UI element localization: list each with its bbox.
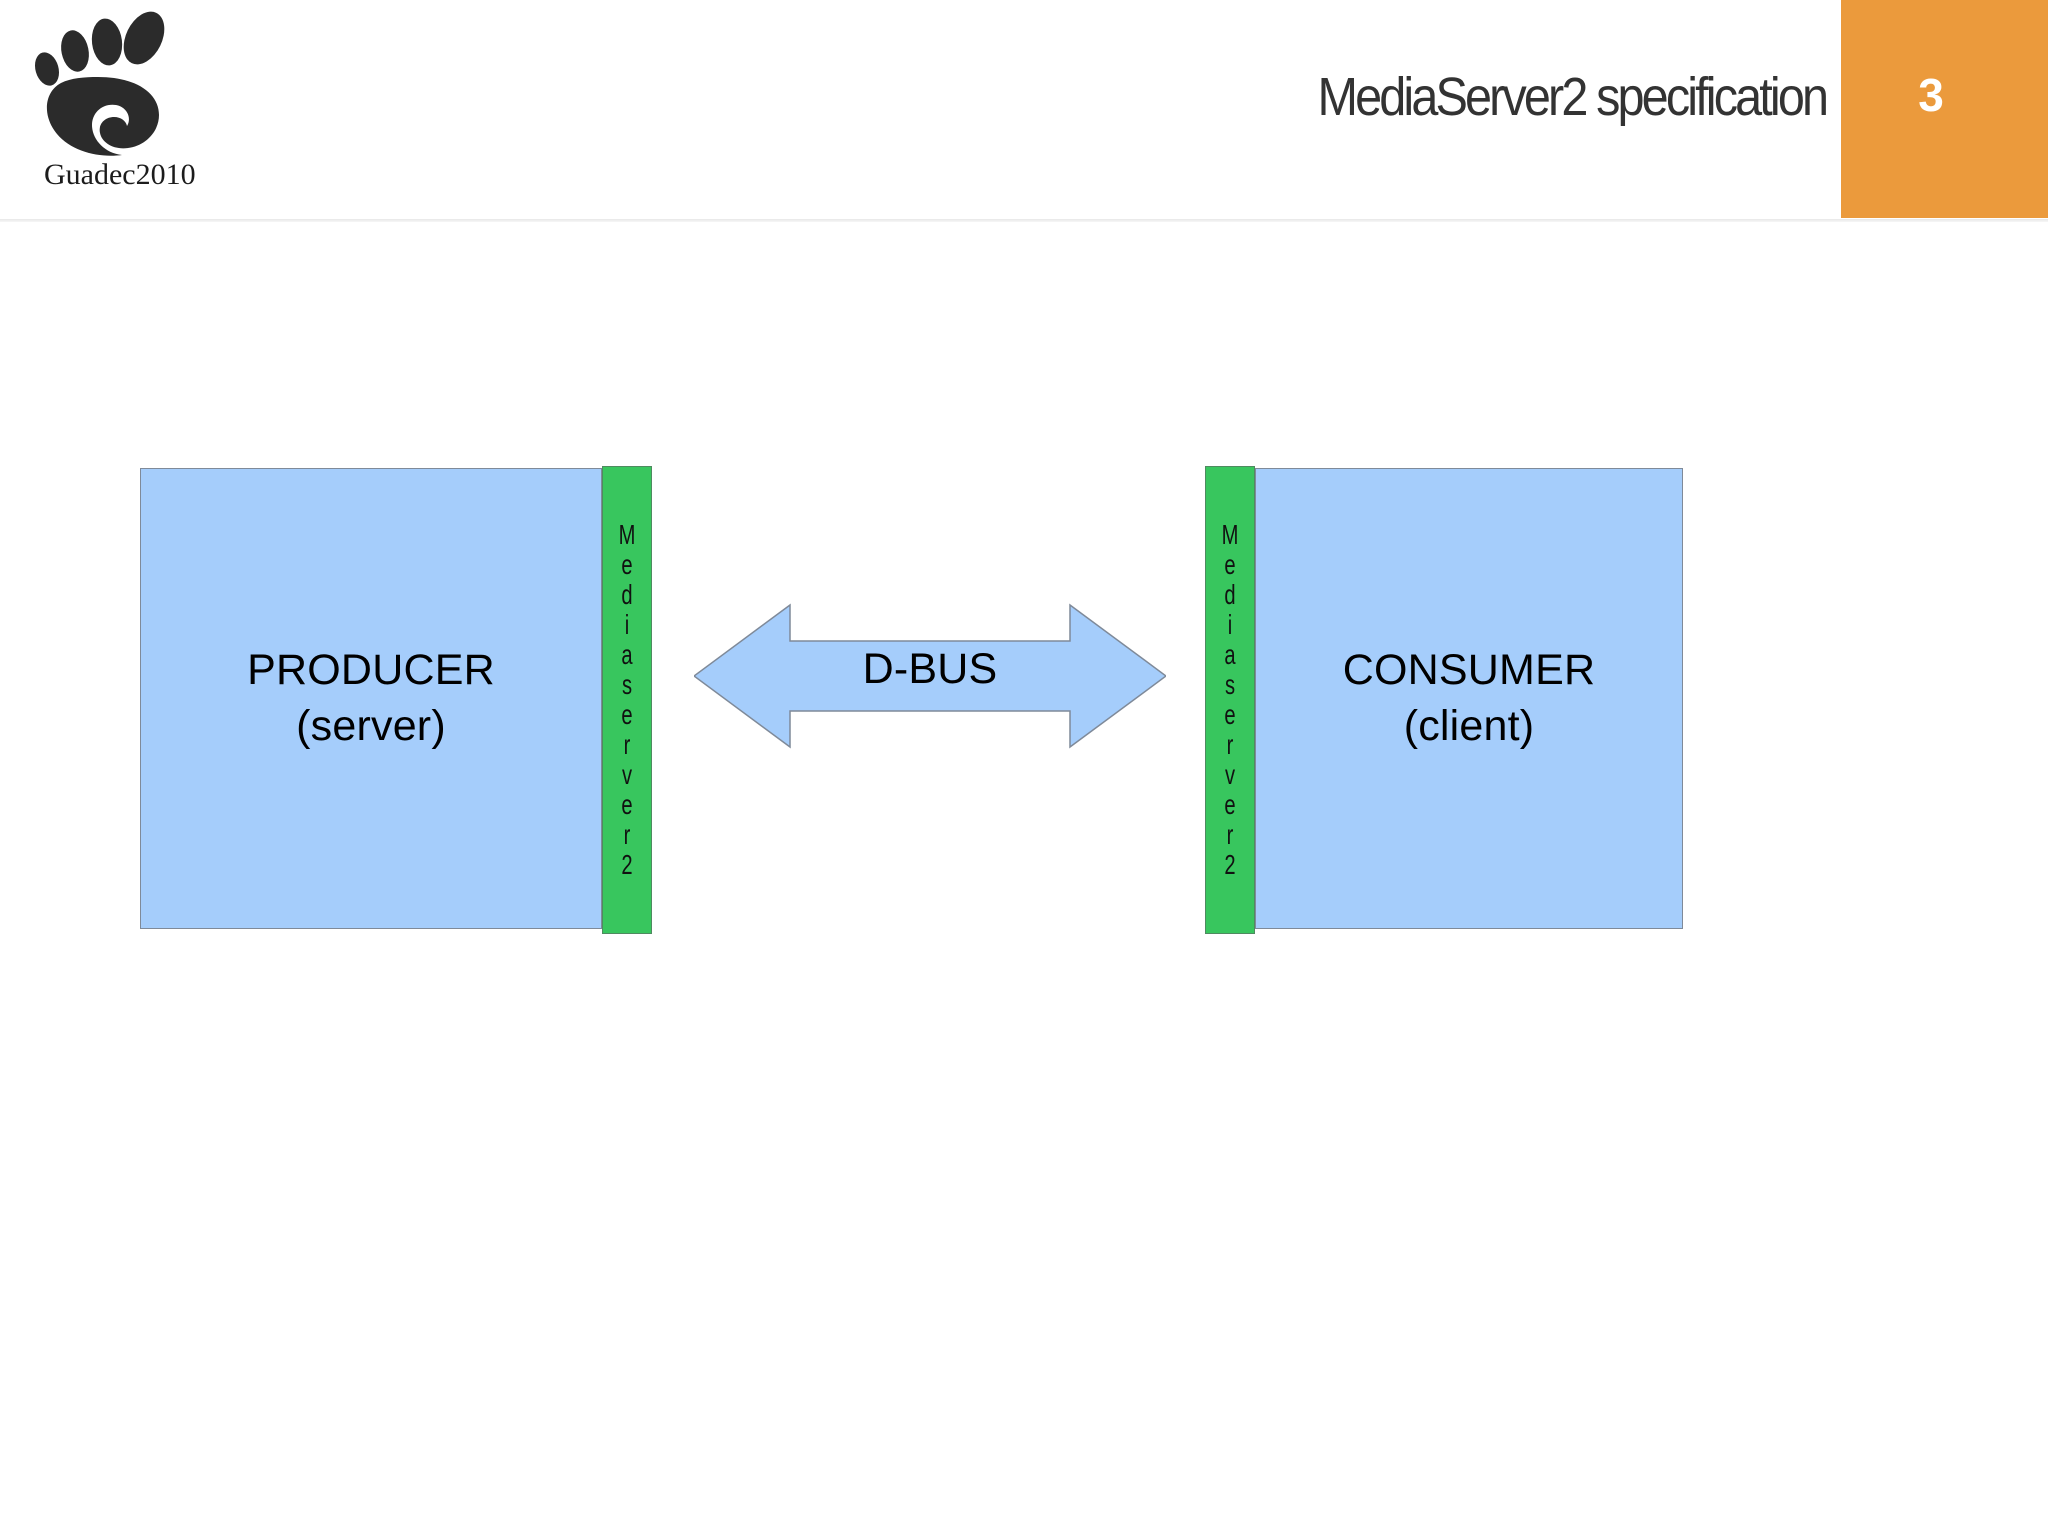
producer-label-line1: PRODUCER: [247, 645, 495, 694]
consumer-label: CONSUMER (client): [1256, 469, 1682, 928]
strip-letter: M: [618, 519, 636, 550]
strip-letter: e: [1224, 699, 1236, 730]
page-number-block: 3: [1841, 0, 2048, 218]
strip-letter: 2: [1224, 849, 1236, 880]
brand-logo: Guadec2010: [28, 6, 196, 206]
producer-node: PRODUCER (server): [140, 468, 602, 929]
strip-letter: e: [1224, 789, 1236, 820]
producer-mediaserver2-strip: M e d i a s e r v e r 2: [602, 466, 652, 934]
strip-letter: i: [624, 609, 630, 640]
strip-letter: s: [621, 669, 633, 700]
dbus-connector-arrow: [694, 601, 1166, 751]
header-divider: [0, 219, 2048, 222]
strip-letter: r: [623, 729, 631, 760]
strip-letter: s: [1224, 669, 1236, 700]
strip-letter: r: [623, 819, 631, 850]
double-arrow-shape: [694, 603, 1166, 749]
consumer-label-line2: (client): [1403, 701, 1535, 750]
strip-letter: 2: [621, 849, 633, 880]
page-title: MediaServer2 specification: [1317, 67, 1828, 127]
page-number: 3: [1918, 69, 1944, 121]
gnome-foot-icon: [34, 11, 165, 156]
producer-label: PRODUCER (server): [141, 469, 601, 928]
strip-letter: e: [621, 549, 633, 580]
consumer-node: CONSUMER (client): [1255, 468, 1683, 929]
strip-letter: a: [621, 639, 633, 670]
logo-caption: Guadec2010: [44, 158, 196, 191]
strip-letter: M: [1221, 519, 1239, 550]
consumer-label-line1: CONSUMER: [1342, 645, 1596, 694]
strip-letter: v: [621, 759, 633, 790]
slide-header: Guadec2010 MediaServer2 specification 3: [0, 0, 2048, 222]
strip-letter: i: [1227, 609, 1233, 640]
strip-letter: e: [621, 789, 633, 820]
strip-letter: e: [1224, 549, 1236, 580]
strip-letter: e: [621, 699, 633, 730]
strip-letter: a: [1224, 639, 1236, 670]
strip-letter: r: [1226, 729, 1234, 760]
consumer-mediaserver2-strip: M e d i a s e r v e r 2: [1205, 466, 1255, 934]
strip-letter: v: [1224, 759, 1236, 790]
strip-letter: d: [621, 579, 633, 610]
producer-label-line2: (server): [296, 701, 446, 750]
strip-letter: r: [1226, 819, 1234, 850]
strip-letter: d: [1224, 579, 1236, 610]
